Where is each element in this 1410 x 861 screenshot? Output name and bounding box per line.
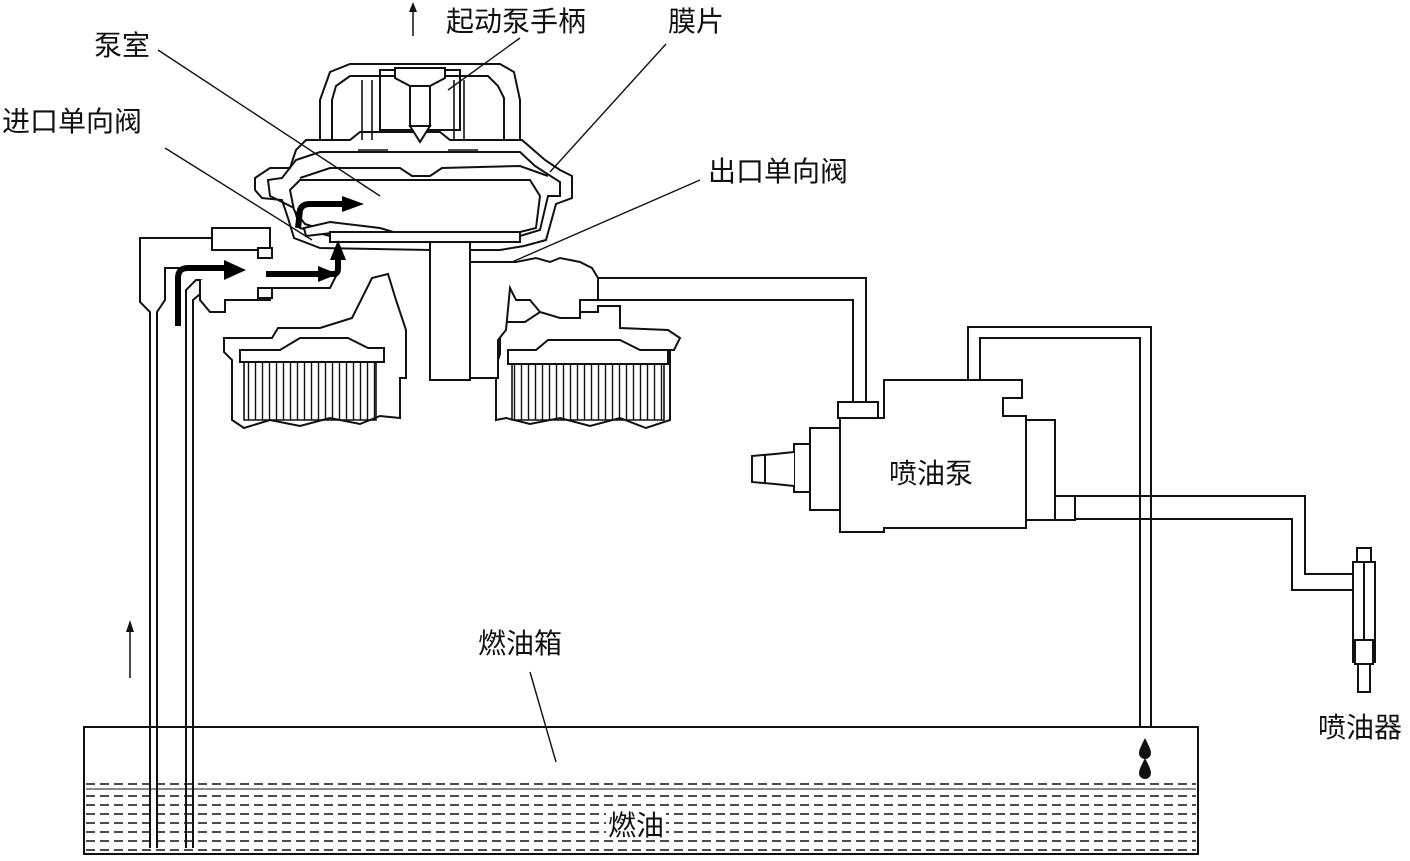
handle-spring (358, 80, 478, 150)
suction-pipe (140, 238, 260, 848)
left-filter-bowl (224, 274, 406, 428)
leader-fuel-tank (530, 672, 556, 762)
outlet-pipe (598, 278, 878, 418)
leader-outlet-valve (512, 180, 700, 262)
high-pressure-pipe (1055, 496, 1355, 590)
label-inlet-check-valve: 进口单向阀 (2, 105, 143, 138)
label-fuel-tank: 燃油箱 (478, 627, 563, 660)
flow-arrow-icon (178, 196, 364, 326)
right-filter-bowl (496, 306, 680, 428)
fuel-liquid-surface (86, 784, 1196, 850)
feed-pump (200, 64, 680, 428)
injector (1353, 548, 1375, 692)
leader-lines (158, 38, 700, 762)
label-diaphragm: 膜片 (668, 5, 725, 38)
up-arrow-icon (126, 2, 417, 678)
fuel-tank (84, 727, 1198, 854)
leader-handle (448, 38, 520, 90)
fuel-tank-outline (84, 727, 1198, 854)
injection-pump (752, 380, 1055, 532)
leader-diaphragm (550, 44, 666, 172)
label-start-pump-handle: 起动泵手柄 (446, 5, 587, 38)
leader-pump-chamber (158, 50, 380, 196)
return-pipe (968, 327, 1151, 727)
label-injection-pump: 喷油泵 (889, 457, 974, 490)
label-injector: 喷油器 (1318, 711, 1403, 744)
leader-inlet-valve (165, 148, 312, 240)
fuel-drop-icon (1139, 738, 1151, 779)
label-pump-chamber: 泵室 (94, 29, 151, 62)
label-outlet-check-valve: 出口单向阀 (708, 155, 849, 188)
label-fuel: 燃油 (606, 809, 667, 842)
